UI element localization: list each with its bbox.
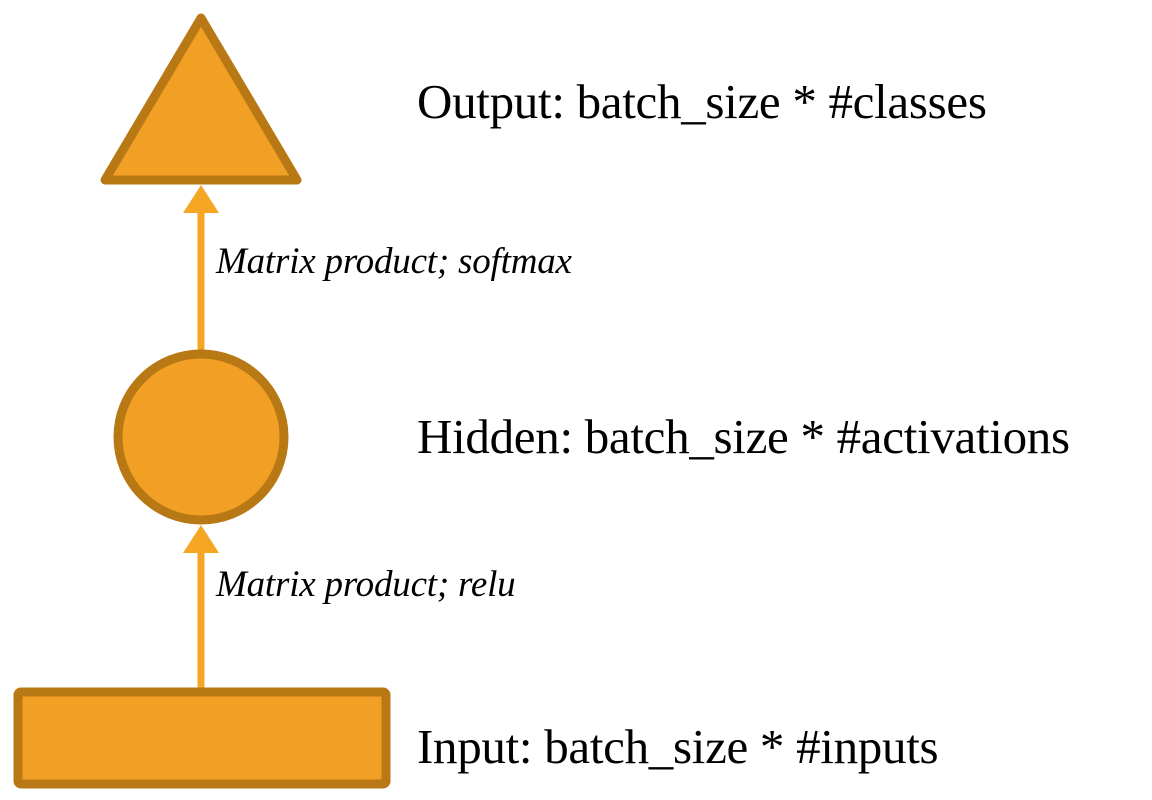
triangle-node-icon [100,13,302,185]
input-node-label: Input: batch_size * #inputs [417,719,939,774]
hidden-node-label: Hidden: batch_size * #activations [417,409,1070,464]
output-node-label: Output: batch_size * #classes [417,74,987,129]
rectangle-node-icon [13,687,391,789]
edge-label-input-to-hidden: Matrix product; relu [216,564,516,605]
arrow-input-to-hidden [183,525,219,690]
edge-label-hidden-to-output: Matrix product; softmax [216,241,572,282]
circle-node-icon [113,349,289,525]
arrow-hidden-to-output [183,185,219,350]
